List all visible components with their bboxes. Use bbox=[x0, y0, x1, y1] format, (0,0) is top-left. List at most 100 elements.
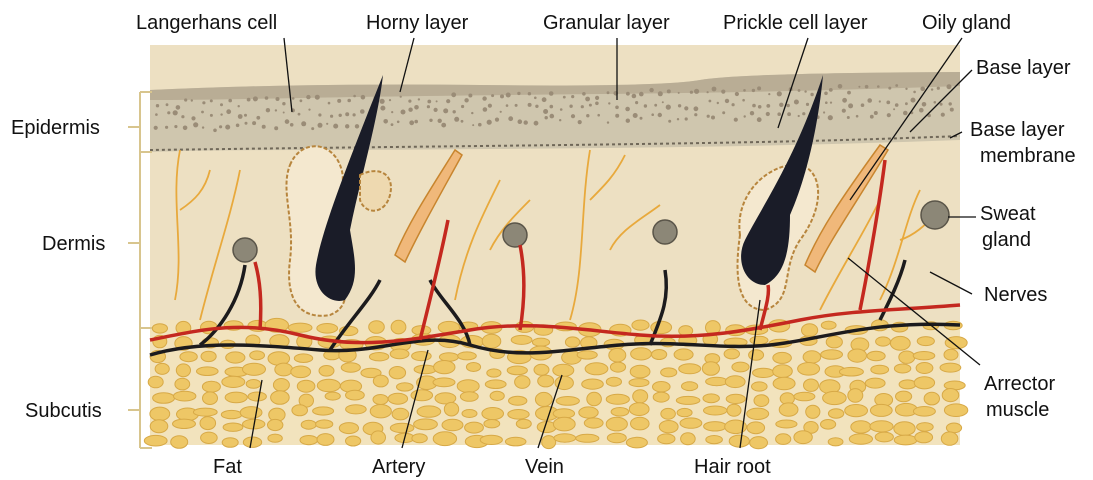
granular-cell bbox=[825, 101, 828, 104]
granular-cell bbox=[581, 105, 584, 108]
fat-cell bbox=[913, 352, 935, 360]
granular-cell bbox=[725, 99, 729, 103]
granular-cell bbox=[360, 109, 365, 114]
granular-cell bbox=[766, 104, 770, 108]
granular-cell bbox=[563, 96, 566, 99]
fat-cell bbox=[390, 423, 414, 432]
fat-cell bbox=[397, 383, 414, 391]
granular-cell bbox=[934, 101, 937, 104]
fat-cell bbox=[268, 419, 283, 430]
fat-cell bbox=[750, 437, 768, 449]
granular-cell bbox=[608, 102, 610, 104]
granular-cell bbox=[518, 119, 523, 124]
fat-cell bbox=[576, 434, 599, 442]
granular-cell bbox=[285, 119, 290, 124]
fat-cell bbox=[317, 379, 340, 391]
fat-cell bbox=[821, 420, 836, 430]
fat-cell bbox=[221, 410, 242, 418]
granular-cell bbox=[742, 99, 745, 102]
fat-cell bbox=[369, 353, 388, 361]
fat-cell bbox=[753, 368, 775, 377]
fat-cell bbox=[313, 407, 334, 415]
granular-cell bbox=[550, 105, 554, 109]
granular-cell bbox=[220, 113, 222, 115]
fat-cell bbox=[585, 363, 608, 375]
granular-cell bbox=[345, 124, 349, 128]
granular-cell bbox=[777, 91, 782, 96]
granular-cell bbox=[941, 113, 945, 117]
fat-cell bbox=[511, 335, 532, 344]
granular-cell bbox=[893, 108, 895, 110]
granular-cell bbox=[308, 109, 310, 111]
granular-cell bbox=[535, 105, 538, 108]
fat-cell bbox=[297, 380, 315, 392]
granular-cell bbox=[451, 92, 456, 97]
granular-cell bbox=[441, 123, 446, 128]
granular-cell bbox=[495, 118, 499, 122]
fat-cell bbox=[924, 392, 939, 405]
label-arrector-muscle-line1: Arrector bbox=[984, 373, 1055, 395]
fat-cell bbox=[653, 392, 669, 402]
granular-cell bbox=[709, 100, 712, 103]
granular-cell bbox=[633, 113, 638, 118]
fat-cell bbox=[610, 362, 625, 372]
granular-cell bbox=[534, 97, 537, 100]
granular-cell bbox=[380, 106, 385, 111]
fat-cell bbox=[940, 363, 961, 372]
fat-cell bbox=[633, 390, 648, 403]
fat-cell bbox=[631, 348, 652, 360]
granular-cell bbox=[752, 89, 755, 92]
granular-cell bbox=[911, 98, 916, 103]
granular-cell bbox=[483, 107, 488, 112]
granular-cell bbox=[823, 111, 825, 113]
fat-cell bbox=[292, 405, 308, 416]
fat-cell bbox=[828, 438, 843, 446]
fat-cell bbox=[849, 434, 872, 444]
fat-cell bbox=[706, 377, 728, 385]
granular-cell bbox=[798, 115, 800, 117]
granular-cell bbox=[500, 94, 504, 98]
fat-cell bbox=[174, 391, 196, 401]
fat-cell bbox=[556, 397, 579, 406]
granular-cell bbox=[707, 91, 709, 93]
granular-cell bbox=[238, 114, 243, 119]
granular-cell bbox=[436, 100, 438, 102]
granular-cell bbox=[949, 102, 952, 105]
granular-cell bbox=[654, 104, 657, 107]
granular-cell bbox=[589, 104, 592, 107]
granular-cell bbox=[757, 86, 761, 90]
granular-cell bbox=[768, 93, 770, 95]
granular-cell bbox=[282, 102, 285, 105]
fat-cell bbox=[894, 435, 917, 445]
granular-cell bbox=[487, 120, 492, 125]
granular-cell bbox=[391, 111, 393, 113]
granular-cell bbox=[732, 103, 735, 106]
granular-cell bbox=[777, 112, 781, 116]
fat-cell bbox=[480, 435, 502, 444]
fat-cell bbox=[173, 419, 196, 428]
fat-cell bbox=[371, 431, 386, 444]
fat-cell bbox=[747, 422, 765, 434]
fat-cell bbox=[339, 423, 358, 434]
fat-cell bbox=[316, 420, 333, 428]
granular-cell bbox=[848, 103, 853, 108]
granular-cell bbox=[684, 106, 688, 110]
bottom-labels: Fat Artery Vein Hair root bbox=[213, 456, 771, 478]
granular-cell bbox=[181, 115, 184, 118]
granular-cell bbox=[569, 105, 572, 108]
label-vein: Vein bbox=[525, 456, 564, 478]
granular-cell bbox=[662, 101, 664, 103]
granular-cell bbox=[201, 111, 204, 114]
fat-cell bbox=[579, 407, 598, 418]
fat-cell bbox=[945, 337, 967, 349]
granular-cell bbox=[549, 91, 554, 96]
fat-cell bbox=[626, 437, 647, 448]
granular-cell bbox=[542, 97, 547, 102]
granular-cell bbox=[903, 111, 908, 116]
granular-cell bbox=[155, 113, 158, 116]
granular-cell bbox=[292, 97, 295, 100]
granular-cell bbox=[472, 124, 474, 126]
granular-cell bbox=[213, 129, 217, 133]
granular-cell bbox=[524, 120, 528, 124]
granular-cell bbox=[887, 113, 891, 117]
